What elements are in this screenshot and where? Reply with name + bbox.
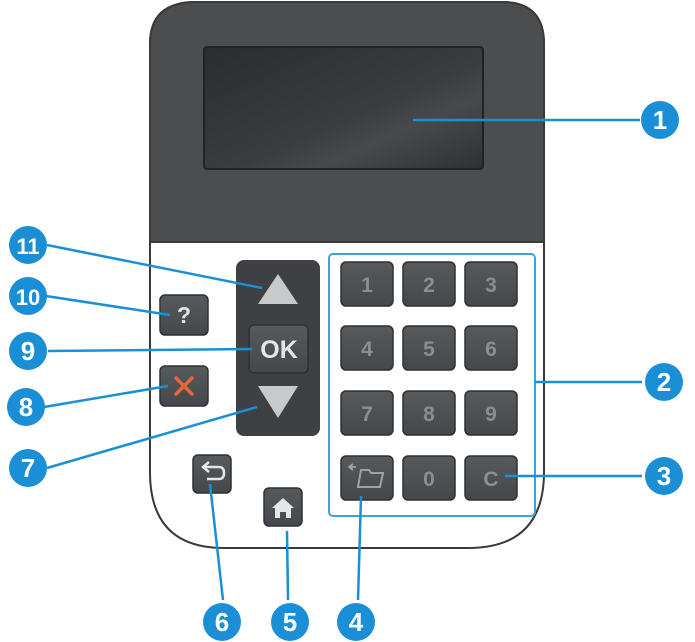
numeric-keypad: 1 2 3 4 5 6 7 8 9 0 C	[340, 261, 518, 501]
home-icon	[272, 498, 294, 518]
keypad-key-4[interactable]: 4	[340, 325, 394, 371]
callout-6: 6	[203, 603, 241, 641]
callout-number: 7	[21, 453, 35, 483]
callout-8: 8	[7, 388, 45, 426]
back-button[interactable]	[192, 454, 232, 494]
home-button[interactable]	[263, 487, 303, 527]
cancel-x-icon	[174, 376, 194, 396]
callout-11: 11	[9, 226, 47, 264]
keypad-key-label: 7	[361, 403, 373, 426]
keypad-key-3[interactable]: 3	[464, 261, 518, 307]
down-arrow-icon	[258, 386, 298, 418]
callout-3: 3	[645, 457, 683, 495]
keypad-key-7[interactable]: 7	[340, 390, 394, 436]
callout-number: 2	[657, 367, 671, 397]
help-button[interactable]: ?	[159, 294, 209, 336]
keypad-key-5[interactable]: 5	[402, 325, 456, 371]
callout-10: 10	[9, 277, 47, 315]
keypad-key-8[interactable]: 8	[402, 390, 456, 436]
ok-label: OK	[260, 336, 298, 364]
callout-number: 11	[16, 234, 39, 259]
keypad-key-label: C	[483, 468, 498, 491]
callout-7: 7	[9, 449, 47, 487]
callout-number: 1	[653, 105, 667, 135]
keypad-key-6[interactable]: 6	[464, 325, 518, 371]
help-icon: ?	[177, 302, 191, 328]
lcd-screen	[203, 46, 484, 170]
keypad-key-c[interactable]: C	[464, 455, 518, 501]
cancel-button[interactable]	[159, 365, 209, 407]
keypad-key-label: 5	[423, 338, 435, 361]
back-arrow-icon	[205, 465, 226, 481]
keypad-key-label: 3	[485, 274, 497, 297]
callout-number: 3	[657, 461, 671, 491]
ok-button[interactable]: OK	[248, 324, 309, 374]
keypad-key-label: 1	[361, 274, 373, 297]
keypad-key-9[interactable]: 9	[464, 390, 518, 436]
folder-icon	[356, 469, 385, 488]
up-arrow-icon	[258, 274, 298, 304]
callout-number: 5	[283, 607, 297, 637]
callout-number: 6	[215, 607, 229, 637]
callout-number: 4	[349, 607, 364, 637]
keypad-key-label: 6	[485, 338, 497, 361]
callout-5: 5	[271, 603, 309, 641]
callout-number: 8	[19, 392, 33, 422]
keypad-outline	[328, 253, 536, 517]
callout-2: 2	[645, 363, 683, 401]
callout-leaders	[43, 118, 642, 601]
keypad-key-label: 2	[423, 274, 435, 297]
keypad-key-label: 4	[361, 338, 373, 361]
keypad-key-2[interactable]: 2	[402, 261, 456, 307]
callout-number: 10	[16, 285, 40, 310]
down-arrow-button[interactable]	[258, 386, 298, 418]
keypad-key-0[interactable]: 0	[402, 455, 456, 501]
keypad-key-label: 0	[423, 468, 435, 491]
keypad-key-label: 9	[485, 403, 497, 426]
keypad-key-label: 8	[423, 403, 435, 426]
callout-number: 9	[21, 336, 35, 366]
keypad-key-1[interactable]: 1	[340, 261, 394, 307]
up-arrow-button[interactable]	[258, 274, 298, 304]
keypad-key-folder[interactable]	[340, 455, 394, 501]
callout-4: 4	[337, 603, 375, 641]
callout-1: 1	[641, 101, 679, 139]
callout-9: 9	[9, 332, 47, 370]
